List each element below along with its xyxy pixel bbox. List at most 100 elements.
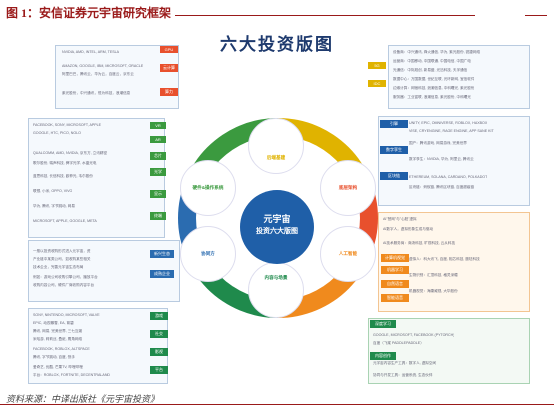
center-title: 元宇宙 — [263, 214, 291, 224]
box-line: 虚拟人：科大讯飞, 百度, 相芯科技, 魔珐科技 — [409, 257, 480, 261]
box-line: 蓝思科技, 长信科技, 欧菲光, 韦尔股份 — [33, 174, 93, 178]
box-side-tag: 游戏 — [150, 312, 168, 320]
box-line: 联想, 小米, OPPO, VIVO — [33, 189, 73, 193]
box-side-tag: AR — [150, 136, 166, 143]
box-side-tag: 社交 — [150, 330, 168, 338]
box-line: EPIC, 动视暴雪, EA, 育碧 — [33, 321, 74, 325]
box-side-tag: 区块链 — [380, 172, 408, 180]
box-underlying-arch: UNITY, EPIC, OMNIVERSE, ROBLOX, HAXBOX V… — [378, 116, 530, 206]
box-line: AI"慧网"与"心脏"虚拟 — [383, 217, 417, 221]
box-line: 区块链：蚂蚁链, 腾讯区块链, 百度超级链 — [409, 185, 475, 189]
box-side-tag: 智能语音 — [381, 294, 409, 302]
box-side-tag: 终端 — [150, 212, 166, 220]
box-side-tag: 平台 — [150, 366, 168, 374]
diagram-title: 六大投资版图 — [220, 35, 334, 54]
box-side-tag: 芯片 — [150, 152, 166, 160]
box-line: 收购内容公司，硬件厂商收购内容平台 — [33, 283, 95, 287]
source-note: 资料来源：中译出版社《元宇宙投资》 — [6, 394, 160, 404]
box-line: 例如：游戏公司收购引擎公司，播放平台 — [33, 275, 98, 279]
box-side-tag: 影视 — [150, 348, 168, 356]
box-network-infra: 设备商：中兴通讯, 烽火通信, 华为, 紫光股份, 锐捷网络 运营商：中国移动,… — [388, 45, 530, 109]
box-line: MICROSOFT, APPLE, GOOGLE, META — [33, 219, 97, 223]
box-side-tag: 深度学习 — [370, 320, 396, 328]
petal-hardware-os: 硬件&操作系统 — [180, 160, 236, 216]
box-line: NVIDIA, AMD, INTEL, ARM, TESLA — [62, 50, 120, 54]
petal-collaborators: 协同方 — [180, 226, 236, 282]
box-side-tag: 机器学习 — [381, 266, 409, 274]
header-rule — [175, 15, 475, 16]
box-line: 腾讯, 网易, 完美世界, 三七互娱 — [33, 329, 83, 333]
box-line: 机器视觉：海康威视, 大华股份 — [409, 289, 458, 293]
box-line: 华为, 腾讯, 字节跳动, 网易 — [33, 204, 75, 208]
box-line: 技术企业，完善元宇宙生态布局 — [33, 265, 84, 269]
box-line: 百度（飞桨 PADDLEPADDLE） — [373, 341, 424, 345]
box-line: UNITY, EPIC, OMNIVERSE, ROBLOX, HAXBOX — [409, 121, 488, 125]
petal-architecture: 底层架构 — [320, 160, 376, 216]
box-side-tag: 5G — [368, 62, 386, 69]
box-line: GOOGLE, HTC, PICO, NOLO — [33, 131, 81, 135]
petal-label: 底层架构 — [338, 185, 358, 190]
box-side-tag: 引擎 — [380, 120, 408, 128]
box-line: 国产：腾讯游戏, 网易游戏, 完美世界 — [409, 141, 467, 145]
box-line: 一般以投资收购形式进入元宇宙，资 — [33, 249, 91, 253]
box-side-tag: IDC — [368, 80, 386, 87]
petal-label: 硬件&操作系统 — [192, 185, 224, 190]
box-side-tag: 数字孪生 — [380, 146, 408, 154]
box-line: 腾讯, 字节跳动, 百度, 快手 — [33, 355, 75, 359]
box-side-tag: 光学 — [150, 168, 166, 176]
box-line: ETHEREUM, SOLANA, CARDANO, POLKADOT — [409, 175, 488, 179]
box-line: AI数字人，虚拟形象生成与驱动 — [383, 227, 434, 231]
petal-label: 后端基建 — [266, 155, 286, 160]
box-side-tag: 新兴生态 — [150, 250, 174, 258]
box-line: FACEBOOK, SONY, MICROSOFT, APPLE — [33, 123, 102, 127]
figure-header: 图 1：安信证券元宇宙研究框架 — [0, 0, 554, 22]
box-side-tag: 成熟企业 — [150, 270, 174, 278]
petal-label: 内容与场景 — [264, 275, 288, 280]
center-subtitle: 投资六大版图 — [256, 228, 298, 235]
center-hub: 元宇宙 投资六大版图 — [240, 190, 314, 264]
box-line: 平台：ROBLOX, FORTNITE, DECENTRALAND — [33, 373, 111, 377]
box-content-tools: GOOGLE, MICROSOFT, FACEBOOK (PYTORCH) 百度… — [368, 318, 530, 384]
box-line: AI技术服务商：商汤科技, 旷视科技, 云从科技 — [383, 241, 456, 245]
box-side-tag: 自然语言 — [381, 280, 409, 288]
petal-ai: 人工智能 — [320, 226, 376, 282]
box-backend-infra: NVIDIA, AMD, INTEL, ARM, TESLA AMAZON, G… — [55, 45, 179, 109]
footer-rule — [0, 404, 554, 405]
box-line: 运营商：中国移动, 中国联通, 中国电信, 中国广电 — [393, 59, 471, 63]
box-line: 紫光股份，中兴通讯，恒为科技，浪潮信息 — [62, 91, 131, 95]
box-side-tag: 云计算 — [160, 64, 178, 72]
box-line: 元宇宙内容生产工具：数字人, 虚拟空间 — [373, 361, 437, 365]
petal-label: 人工智能 — [338, 251, 358, 256]
box-line: FACEBOOK, ROBLOX, ALTSPACE — [33, 347, 90, 351]
box-line: AMAZON, GOOGLE, IBM, MICROSOFT, ORACLE — [62, 64, 144, 68]
box-side-tag: VR — [150, 122, 166, 129]
box-line: 歌尔股份, 瑞声科技, 舜宇光学, 水晶光电 — [33, 161, 97, 165]
box-side-tag: GPU — [160, 46, 178, 53]
header-rule-right — [525, 15, 547, 16]
box-line: 数字孪生：NVIDIA, 华为, 阿里云, 腾讯云 — [409, 157, 474, 161]
box-line: 边缘计算：网宿科技, 浪潮信息, 中科曙光, 紫光股份 — [393, 86, 475, 90]
box-line: 米哈游, 莉莉丝, 叠纸, 鹰角网络 — [33, 337, 83, 341]
figure-title: 图 1：安信证券元宇宙研究框架 — [6, 6, 172, 20]
box-line: 阿里巴巴，腾讯云，华为云，百度云，京东云 — [62, 72, 134, 76]
box-line: 产业链中某类公司，如收购某些相关 — [33, 257, 91, 261]
box-line: GOOGLE, MICROSOFT, FACEBOOK (PYTORCH) — [373, 333, 455, 337]
box-line: SONY, NINTENDO, MICROSOFT, VALVE — [33, 313, 100, 317]
box-line: 设备商：中兴通讯, 烽火通信, 华为, 紫光股份, 锐捷网络 — [393, 50, 481, 54]
box-line: 协同与开发工具：运营系统, 生态伙伴 — [373, 373, 433, 377]
box-hardware-os: FACEBOOK, SONY, MICROSOFT, APPLE GOOGLE,… — [28, 118, 165, 238]
box-line: 生物识别：汇顶科技, 格灵深瞳 — [409, 273, 458, 277]
box-side-tag: 算力 — [160, 88, 178, 96]
box-line: QUALCOMM, AMD, NVIDIA, 京东方, 立讯精密 — [33, 151, 108, 155]
box-side-tag: 内容创作 — [370, 352, 396, 360]
box-line: 服务器：工业富联, 浪潮信息, 紫光股份, 中科曙光 — [393, 95, 471, 99]
box-line: VISE, CRYENGINE, RAGE ENGINE, APP SANE K… — [409, 129, 494, 133]
box-side-tag: 显示 — [150, 190, 166, 198]
box-line: 数据中心：万国数据, 世纪互联, 光环新网, 宝信软件 — [393, 77, 475, 81]
box-line: 光通信：中际旭创, 新易盛, 光迅科技, 天孚通信 — [393, 68, 468, 72]
box-line: 爱奇艺, 优酷, 芒果TV, 哔哩哔哩 — [33, 365, 83, 369]
petal-label: 协同方 — [201, 251, 215, 256]
petal-backend: 后端基建 — [248, 118, 304, 174]
box-content-scenes: SONY, NINTENDO, MICROSOFT, VALVE EPIC, 动… — [28, 308, 168, 384]
box-side-tag: 计算机视觉 — [381, 254, 409, 262]
